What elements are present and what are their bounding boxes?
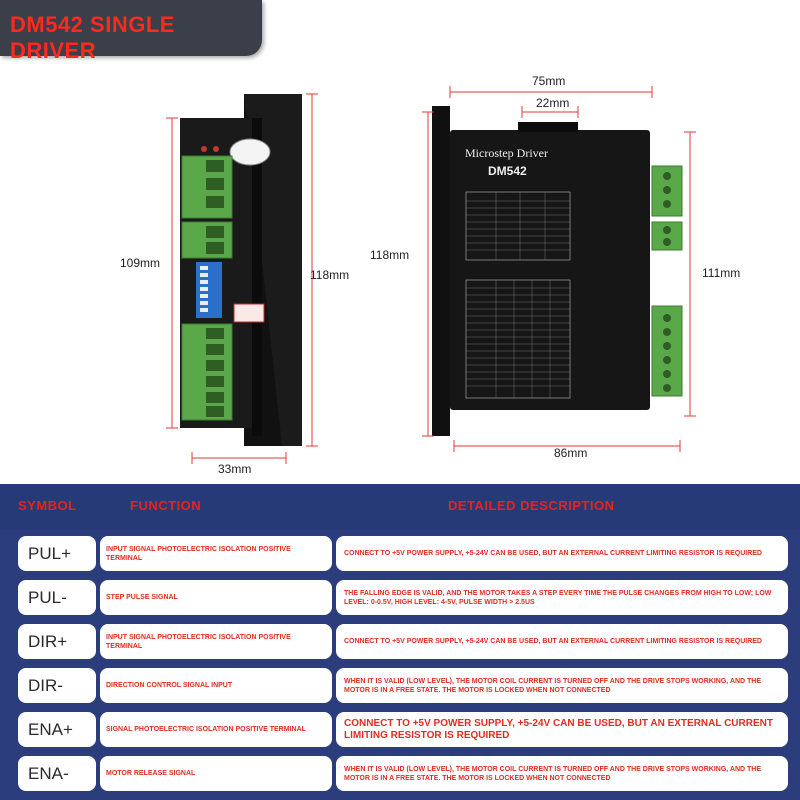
symbol-cell: DIR- bbox=[18, 668, 96, 703]
symbol-cell: PUL- bbox=[18, 580, 96, 615]
front-model: DM542 bbox=[488, 164, 527, 178]
symbol-cell: ENA+ bbox=[18, 712, 96, 747]
front-view: Microstep Driver DM542 bbox=[422, 86, 696, 452]
function-cell: SIGNAL PHOTOELECTRIC ISOLATION POSITIVE … bbox=[100, 712, 332, 747]
table-row: DIR+ INPUT SIGNAL PHOTOELECTRIC ISOLATIO… bbox=[0, 624, 800, 667]
title-banner: DM542 SINGLE DRIVER bbox=[0, 0, 262, 63]
dim-front-width-inner: 22mm bbox=[536, 96, 570, 110]
description-cell: CONNECT TO +5V POWER SUPPLY, +5-24V CAN … bbox=[336, 712, 788, 747]
dim-front-height-left: 118mm bbox=[370, 248, 410, 262]
table-row: PUL+ INPUT SIGNAL PHOTOELECTRIC ISOLATIO… bbox=[0, 536, 800, 579]
table-row: DIR- DIRECTION CONTROL SIGNAL INPUT WHEN… bbox=[0, 668, 800, 711]
qc-sticker bbox=[229, 138, 271, 166]
current-table bbox=[465, 191, 571, 261]
symbol-cell: DIR+ bbox=[18, 624, 96, 659]
description-cell: WHEN IT IS VALID (LOW LEVEL), THE MOTOR … bbox=[336, 756, 788, 791]
dim-front-width-top: 75mm bbox=[532, 74, 566, 88]
banner-title: DM542 SINGLE DRIVER bbox=[10, 12, 175, 63]
symbol-cell: PUL+ bbox=[18, 536, 96, 571]
dim-side-height-outer: 118mm bbox=[310, 268, 350, 282]
led-icon bbox=[213, 146, 219, 152]
table-row: PUL- STEP PULSE SIGNAL THE FALLING EDGE … bbox=[0, 580, 800, 623]
dimension-drawing: Microstep Driver DM542 bbox=[166, 86, 696, 464]
dim-front-height-right: 111mm bbox=[702, 266, 741, 280]
product-illustration: Microstep Driver DM542 bbox=[0, 56, 800, 476]
dip-switch bbox=[196, 262, 222, 318]
symbol-cell: ENA- bbox=[18, 756, 96, 791]
header-description: DETAILED DESCRIPTION bbox=[448, 498, 615, 513]
description-cell: CONNECT TO +5V POWER SUPPLY, +5-24V CAN … bbox=[336, 624, 788, 659]
function-cell: STEP PULSE SIGNAL bbox=[100, 580, 332, 615]
led-icon bbox=[201, 146, 207, 152]
function-table: SYMBOL FUNCTION DETAILED DESCRIPTION PUL… bbox=[0, 484, 800, 800]
table-row: ENA- MOTOR RELEASE SIGNAL WHEN IT IS VAL… bbox=[0, 756, 800, 799]
dim-side-width: 33mm bbox=[218, 462, 252, 476]
function-cell: INPUT SIGNAL PHOTOELECTRIC ISOLATION POS… bbox=[100, 624, 332, 659]
dim-side-height-inner: 109mm bbox=[120, 256, 161, 270]
table-header: SYMBOL FUNCTION DETAILED DESCRIPTION bbox=[0, 484, 800, 530]
dim-front-width-bottom: 86mm bbox=[554, 446, 588, 460]
header-function: FUNCTION bbox=[130, 498, 202, 513]
side-view bbox=[166, 93, 318, 464]
function-cell: INPUT SIGNAL PHOTOELECTRIC ISOLATION POS… bbox=[100, 536, 332, 571]
pulse-table bbox=[465, 279, 571, 399]
front-name: Microstep Driver bbox=[465, 146, 548, 160]
front-panel bbox=[450, 130, 650, 410]
function-cell: MOTOR RELEASE SIGNAL bbox=[100, 756, 332, 791]
header-symbol: SYMBOL bbox=[18, 498, 77, 513]
description-cell: WHEN IT IS VALID (LOW LEVEL), THE MOTOR … bbox=[336, 668, 788, 703]
table-row: ENA+ SIGNAL PHOTOELECTRIC ISOLATION POSI… bbox=[0, 712, 800, 755]
function-cell: DIRECTION CONTROL SIGNAL INPUT bbox=[100, 668, 332, 703]
warranty-sticker bbox=[233, 303, 265, 323]
description-cell: CONNECT TO +5V POWER SUPPLY, +5-24V CAN … bbox=[336, 536, 788, 571]
power-terminal-block bbox=[181, 323, 233, 421]
description-cell: THE FALLING EDGE IS VALID, AND THE MOTOR… bbox=[336, 580, 788, 615]
